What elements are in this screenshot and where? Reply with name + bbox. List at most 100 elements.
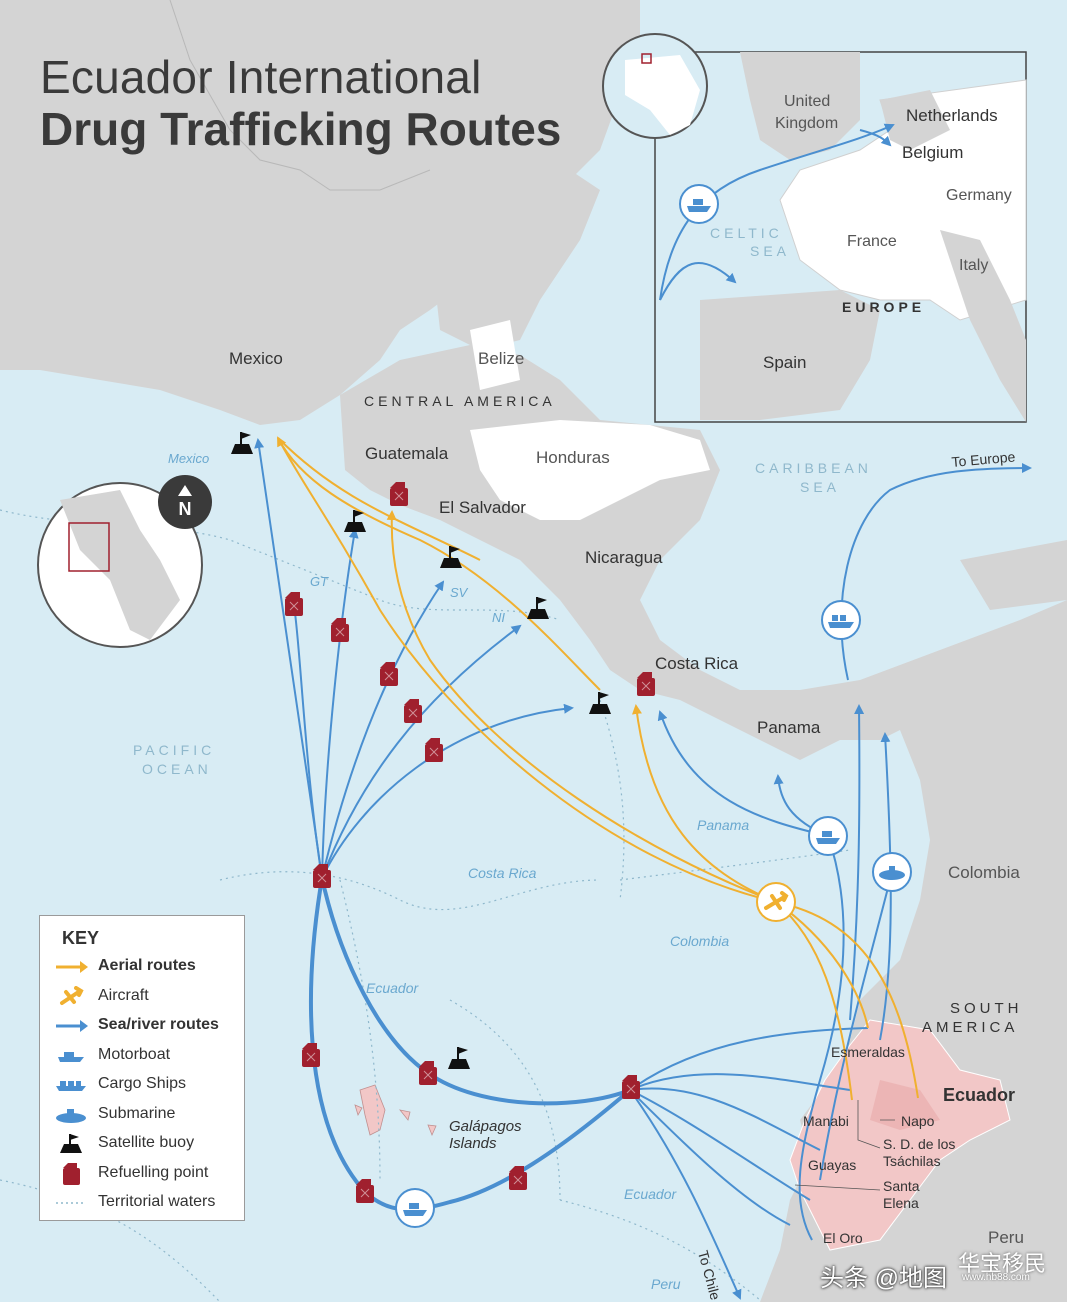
key-item-label: Sea/river routes xyxy=(98,1016,219,1033)
key-item: Submarine xyxy=(54,1102,244,1128)
inset-celtic-1: CELTIC xyxy=(710,225,783,241)
label-nicaragua: Nicaragua xyxy=(585,548,663,567)
route-ni xyxy=(321,624,522,879)
label-to-chile: To Chile xyxy=(695,1249,724,1302)
air-to-guatemala xyxy=(386,510,777,903)
satellite-buoy-icon xyxy=(447,1046,471,1070)
label-honduras: Honduras xyxy=(536,448,610,467)
label-napo: Napo xyxy=(901,1113,935,1129)
label-guayas: Guayas xyxy=(808,1157,856,1173)
fuel-can-icon xyxy=(621,1074,641,1100)
route-sv xyxy=(321,580,445,879)
inset-uk-1: United xyxy=(784,93,830,110)
honduras-white xyxy=(470,420,710,520)
title-line-2: Drug Trafficking Routes xyxy=(40,102,562,155)
water-ni: NI xyxy=(492,610,505,625)
key-item-label: Refuelling point xyxy=(98,1163,209,1181)
label-ecuador: Ecuador xyxy=(943,1085,1015,1105)
americas-globe xyxy=(37,482,203,648)
vessel-markers xyxy=(395,600,912,1228)
label-pacific-1: PACIFIC xyxy=(133,742,215,758)
caribbean-islands xyxy=(960,540,1067,610)
fuel-can-icon xyxy=(301,1042,321,1068)
arrow-icon xyxy=(54,1015,90,1037)
label-belize: Belize xyxy=(478,349,524,368)
satellite-buoy-icon xyxy=(526,596,550,620)
fuel-can-icon xyxy=(418,1060,438,1086)
label-south-america-1: SOUTH xyxy=(950,1000,1023,1017)
air-to-ecuador xyxy=(775,901,853,1101)
label-peru: Peru xyxy=(988,1228,1024,1247)
inset-italy: Italy xyxy=(959,257,988,274)
label-caribbean-2: SEA xyxy=(800,479,840,495)
route-ec-back-1 xyxy=(798,835,845,1241)
water-colombia: Colombia xyxy=(670,933,729,949)
key-item: Motorboat xyxy=(54,1043,244,1069)
key-item: Refuelling point xyxy=(54,1161,244,1187)
key-item: Aircraft xyxy=(54,984,244,1010)
air-mexico-cr xyxy=(277,437,601,691)
watermark-stamp: 华宝移民 xyxy=(958,1252,1047,1277)
inset-europe: EUROPE xyxy=(842,299,925,315)
key-item: Cargo Ships xyxy=(54,1072,244,1098)
label-south-america-2: AMERICA xyxy=(922,1019,1018,1036)
water-costa-rica: Costa Rica xyxy=(468,865,537,881)
label-mexico: Mexico xyxy=(229,349,283,368)
compass-letter: N xyxy=(179,499,192,519)
fuel-can-icon xyxy=(424,737,444,763)
sea-routes xyxy=(254,438,1032,1300)
map-labels: Mexico Belize CENTRAL AMERICA Guatemala … xyxy=(133,93,1024,1302)
inset-netherlands: Netherlands xyxy=(906,106,998,125)
route-sub xyxy=(879,732,892,1041)
inset-germany: Germany xyxy=(946,187,1012,204)
air-to-napo xyxy=(775,901,919,1099)
inset-belgium: Belgium xyxy=(902,143,963,162)
submarine-icon xyxy=(872,852,912,892)
inset-france: France xyxy=(847,233,897,250)
submarine-icon xyxy=(54,1104,90,1126)
route-ec-2 xyxy=(629,1073,851,1091)
satellite-buoy-icon xyxy=(230,431,254,455)
key-title: KEY xyxy=(62,928,100,948)
watermark-url: www.hb88.com xyxy=(962,1272,1030,1283)
key-item-label: Aircraft xyxy=(98,986,149,1004)
label-manabi: Manabi xyxy=(803,1113,849,1129)
cargo-ship-icon xyxy=(679,184,719,224)
label-santo-domingo-1: S. D. de los xyxy=(883,1136,955,1152)
satellite-buoy-icon xyxy=(439,545,463,569)
satellite-buoy-icon xyxy=(54,1133,90,1155)
mexico-north-coast xyxy=(169,0,431,191)
route-ec-back-2 xyxy=(819,871,893,1181)
belize-white xyxy=(470,320,520,390)
fuel-can-icon xyxy=(330,617,350,643)
label-central-america: CENTRAL AMERICA xyxy=(364,393,556,409)
key-item-label: Territorial waters xyxy=(98,1193,216,1210)
satellite-buoy-icon xyxy=(588,691,612,715)
inset-spain: Spain xyxy=(763,353,806,372)
key-item-label: Satellite buoy xyxy=(98,1134,195,1151)
label-guatemala: Guatemala xyxy=(365,444,449,463)
motorboat-icon xyxy=(395,1188,435,1228)
water-ecuador-a: Ecuador xyxy=(366,980,419,996)
water-gt: GT xyxy=(310,574,329,589)
label-esmeraldas: Esmeraldas xyxy=(831,1044,905,1060)
label-el-oro: El Oro xyxy=(823,1230,863,1246)
key-item-label: Cargo Ships xyxy=(98,1075,187,1092)
key-item-label: Motorboat xyxy=(98,1045,171,1063)
route-gt-2 xyxy=(321,528,359,879)
key-item: Sea/river routes xyxy=(54,1013,244,1039)
fuel-can-icon xyxy=(54,1162,90,1185)
key-item: Satellite buoy xyxy=(54,1131,244,1157)
dotted-line-icon xyxy=(54,1192,90,1214)
water-peru: Peru xyxy=(651,1276,681,1292)
label-galapagos-2: Islands xyxy=(449,1135,497,1152)
route-ec-4 xyxy=(629,1089,811,1201)
aircraft-icon xyxy=(54,985,90,1008)
aerial-routes xyxy=(277,436,919,1101)
route-cr xyxy=(321,703,574,879)
aircraft-icon xyxy=(756,882,796,922)
water-mexico: Mexico xyxy=(168,451,209,466)
motorboat-icon xyxy=(54,1045,90,1067)
